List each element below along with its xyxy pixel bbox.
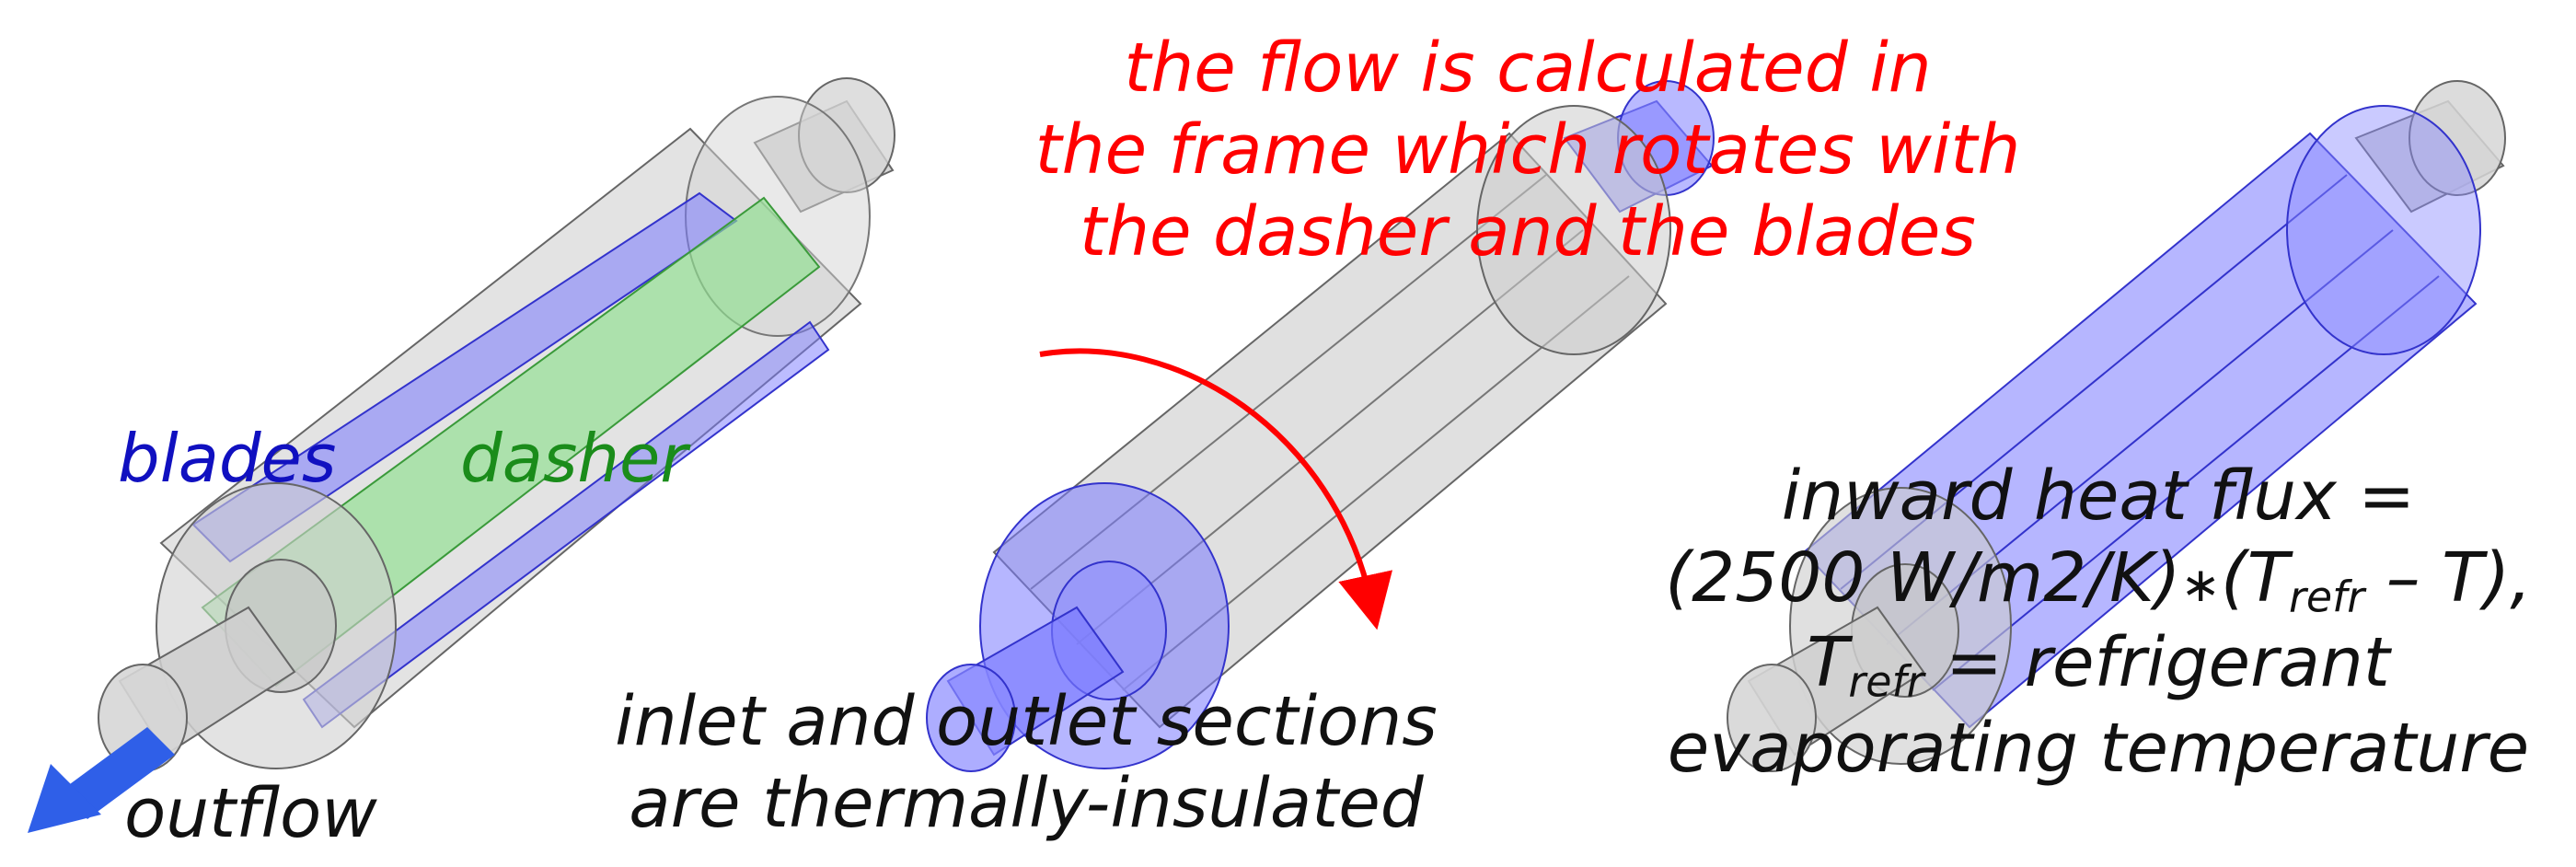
heat-flux-coefficient: (2500 W/m2/K) <box>1665 538 2180 618</box>
inlet-outlet-note: inlet and outlet sections are thermally-… <box>552 681 1500 845</box>
trefr-definition: = refrigerant <box>1924 623 2390 702</box>
dasher-label: dasher <box>460 419 687 498</box>
rotating-frame-note-line3: the dasher and the blades <box>957 191 2098 273</box>
heat-flux-line1: inward heat flux = <box>1629 456 2568 538</box>
trefr-sub: refr <box>1848 657 1923 707</box>
inlet-outlet-note-line1: inlet and outlet sections <box>552 681 1500 763</box>
heat-flux-refr-sub: refr <box>2289 572 2364 621</box>
outflow-label: outflow <box>124 773 377 855</box>
blades-label: blades <box>118 419 336 498</box>
heat-flux-line4: evaporating temperature <box>1629 708 2568 790</box>
heat-flux-close: – T), <box>2364 538 2532 618</box>
heat-flux-note: inward heat flux = (2500 W/m2/K)∗(Trefr … <box>1629 456 2568 790</box>
trefr-symbol: T <box>1807 623 1848 702</box>
inlet-outlet-note-line2: are thermally-insulated <box>552 763 1500 845</box>
heat-flux-line2: (2500 W/m2/K)∗(Trefr – T), <box>1629 538 2568 623</box>
rotating-frame-note: the flow is calculated in the frame whic… <box>957 28 2098 272</box>
heat-flux-open: (T <box>2221 538 2289 618</box>
heat-flux-operator: ∗ <box>2181 558 2221 613</box>
rotating-frame-note-line2: the frame which rotates with <box>957 110 2098 191</box>
heat-flux-line3: Trefr = refrigerant <box>1629 622 2568 708</box>
rotating-frame-note-line1: the flow is calculated in <box>957 28 2098 110</box>
